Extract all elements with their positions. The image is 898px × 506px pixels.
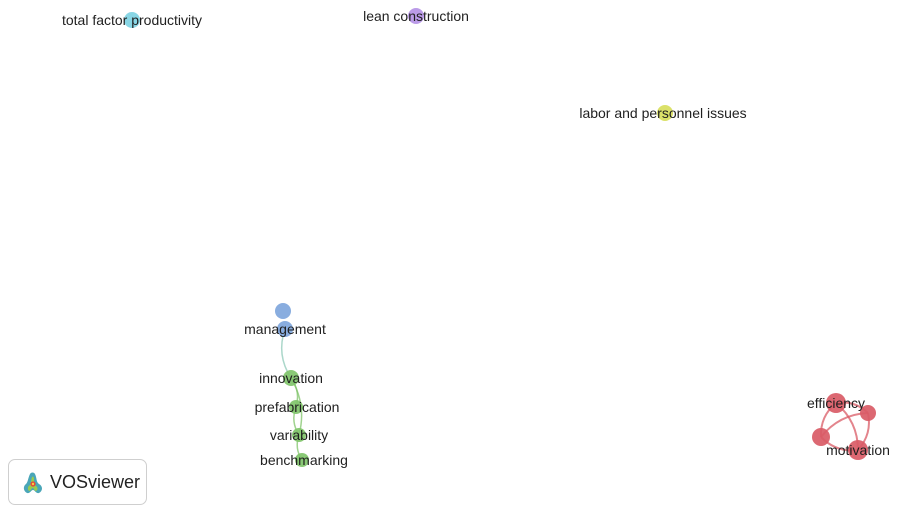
- node-tfp[interactable]: [124, 12, 140, 28]
- node-label-lean[interactable]: lean construction: [363, 8, 469, 24]
- labels-layer: total factor productivity lean constructi…: [62, 8, 890, 468]
- node-efficiency[interactable]: [826, 393, 846, 413]
- node-innovation[interactable]: [283, 370, 299, 386]
- node-prefabrication[interactable]: [289, 400, 303, 414]
- links-layer: [280, 328, 870, 461]
- node-mgmt_top[interactable]: [275, 303, 291, 319]
- node-label-benchmarking[interactable]: benchmarking: [260, 452, 348, 468]
- vosviewer-logo-icon: [23, 472, 42, 494]
- node-label-innovation[interactable]: innovation: [259, 370, 323, 386]
- node-red_left[interactable]: [812, 428, 830, 446]
- node-label-prefabrication[interactable]: prefabrication: [255, 399, 340, 415]
- node-label-tfp[interactable]: total factor productivity: [62, 12, 202, 28]
- vosviewer-badge[interactable]: VOSviewer: [8, 459, 147, 505]
- node-motivation[interactable]: [848, 440, 868, 460]
- node-variability[interactable]: [292, 428, 306, 442]
- node-label-motivation[interactable]: motivation: [826, 442, 890, 458]
- vosviewer-brand-name: VOSviewer: [50, 471, 141, 492]
- node-labor[interactable]: [657, 105, 673, 121]
- node-label-efficiency[interactable]: efficiency: [807, 395, 865, 411]
- node-label-management[interactable]: management: [244, 321, 326, 337]
- node-label-labor[interactable]: labor and personnel issues: [579, 105, 746, 121]
- node-lean[interactable]: [408, 8, 424, 24]
- node-red_right[interactable]: [860, 405, 876, 421]
- nodes-layer: [124, 8, 876, 467]
- node-benchmarking[interactable]: [295, 453, 309, 467]
- node-label-variability[interactable]: variability: [270, 427, 328, 443]
- node-management[interactable]: [277, 321, 293, 337]
